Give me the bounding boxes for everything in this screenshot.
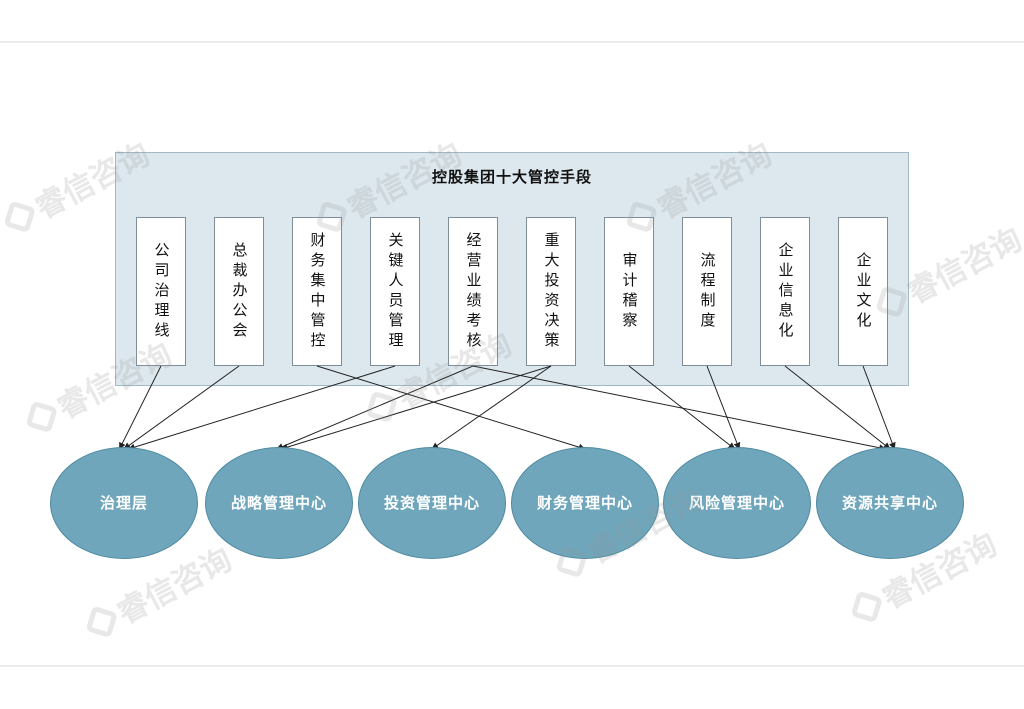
center-label-4: 财务管理中心: [537, 494, 634, 512]
center-ellipse-5: 风险管理中心: [663, 447, 811, 559]
center-label-5: 风险管理中心: [689, 494, 786, 512]
means-box-1: 公司治理线: [136, 217, 186, 366]
means-box-7: 审计稽察: [604, 217, 654, 366]
watermark-mark-icon: [25, 400, 58, 433]
means-label-6: 重大投资决策: [542, 231, 561, 352]
means-box-9: 企业信息化: [760, 217, 810, 366]
center-ellipse-6: 资源共享中心: [816, 447, 964, 559]
center-label-6: 资源共享中心: [842, 494, 939, 512]
means-box-3: 财务集中管控: [292, 217, 342, 366]
means-box-4: 关键人员管理: [370, 217, 420, 366]
center-ellipse-3: 投资管理中心: [358, 447, 506, 559]
means-label-7: 审计稽察: [620, 251, 639, 332]
means-label-5: 经营业绩考核: [464, 231, 483, 352]
bottom-divider: [0, 665, 1024, 667]
means-label-1: 公司治理线: [152, 241, 171, 342]
center-label-3: 投资管理中心: [384, 494, 481, 512]
panel-title: 控股集团十大管控手段: [431, 168, 592, 186]
means-label-9: 企业信息化: [776, 241, 795, 342]
means-label-10: 企业文化: [854, 251, 873, 332]
center-ellipse-4: 财务管理中心: [511, 447, 659, 559]
means-label-2: 总裁办公会: [230, 241, 249, 342]
means-box-10: 企业文化: [838, 217, 888, 366]
means-box-5: 经营业绩考核: [448, 217, 498, 366]
top-divider: [0, 41, 1024, 43]
watermark-mark-icon: [365, 390, 398, 423]
means-label-8: 流程制度: [698, 251, 717, 332]
center-label-1: 治理层: [99, 494, 148, 512]
means-label-3: 财务集中管控: [308, 231, 327, 352]
means-box-8: 流程制度: [682, 217, 732, 366]
center-label-2: 战略管理中心: [231, 494, 328, 512]
means-box-6: 重大投资决策: [526, 217, 576, 366]
center-ellipse-2: 战略管理中心: [205, 447, 353, 559]
center-ellipse-1: 治理层: [50, 447, 198, 559]
watermark-mark-icon: [85, 605, 118, 638]
watermark-mark-icon: [850, 590, 883, 623]
watermark-mark-icon: [3, 200, 36, 233]
means-label-4: 关键人员管理: [386, 231, 405, 352]
watermark-text: 睿信咨询: [901, 221, 1024, 312]
means-box-2: 总裁办公会: [214, 217, 264, 366]
